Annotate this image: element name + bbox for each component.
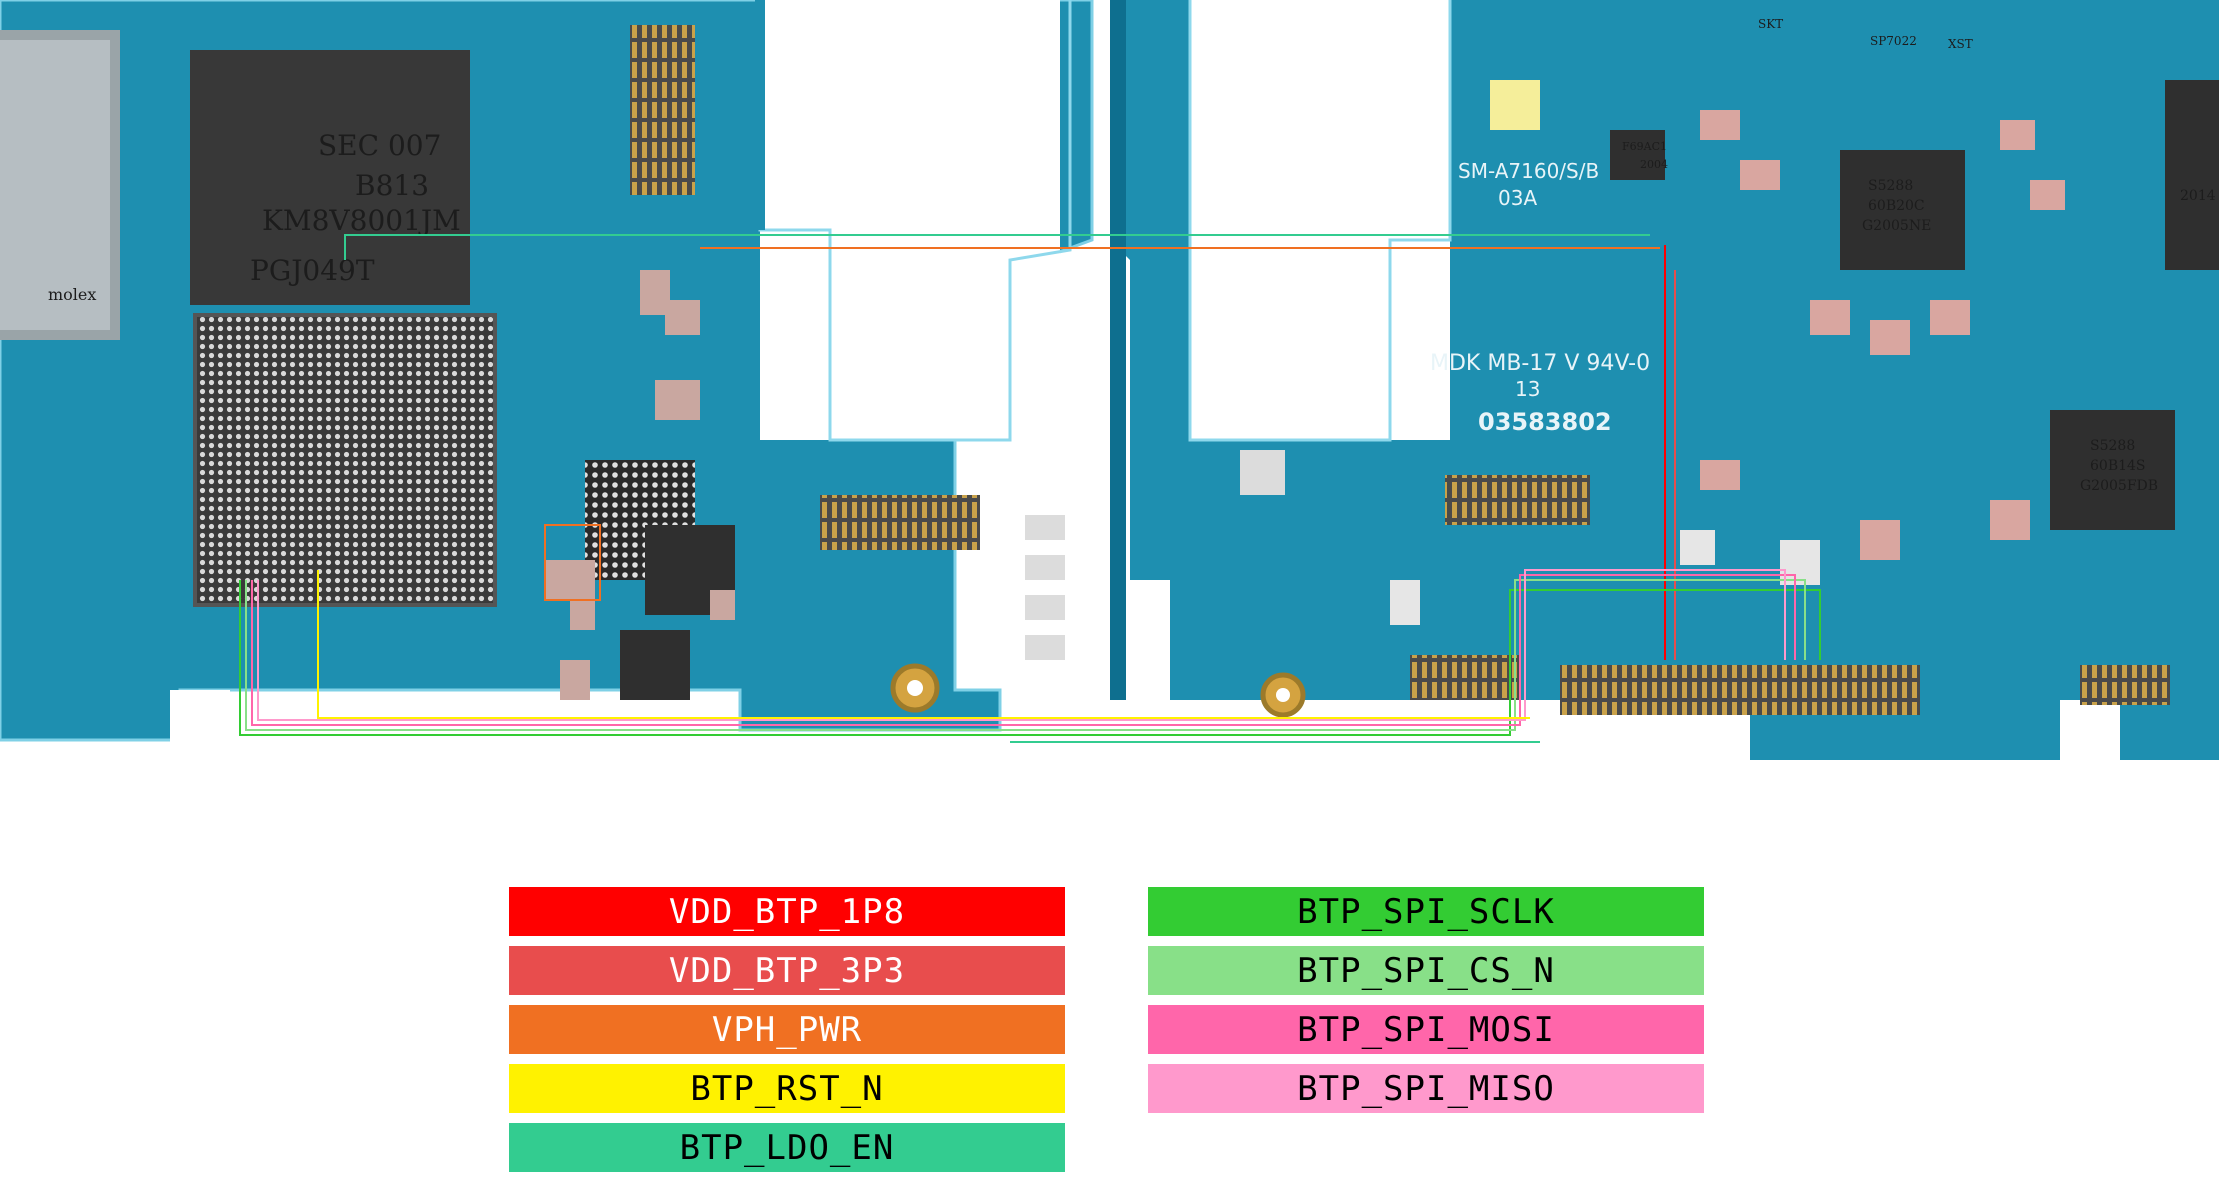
legend-item-vdd-btp-1p8: VDD_BTP_1P8 xyxy=(509,887,1065,936)
led-component xyxy=(1490,80,1540,130)
small-chip-label-9: SP7022 xyxy=(1870,34,1917,48)
right-chip-2 xyxy=(2050,410,2175,530)
model-text: SM-A7160/S/B xyxy=(1458,159,1599,183)
board-connector-2 xyxy=(820,495,980,550)
small-chip-label-4: S5288 xyxy=(2090,438,2135,454)
signal-traces xyxy=(239,234,1821,743)
board-connector-5 xyxy=(1410,655,1520,700)
small-chip-label-5: 60B14S xyxy=(2090,458,2146,474)
ul-text: 13 xyxy=(1515,377,1540,401)
manufacturer-text: MDK MB-17 V 94V-0 xyxy=(1430,351,1650,376)
legend-label: VDD_BTP_1P8 xyxy=(668,891,906,932)
small-chip-label-12: 2004 xyxy=(1640,158,1668,171)
small-chip-label-10: XST xyxy=(1948,37,1973,51)
legend-item-btp-ldo-en: BTP_LDO_EN xyxy=(509,1123,1065,1172)
connector-brand-text: molex xyxy=(48,285,96,304)
legend-label: VDD_BTP_3P3 xyxy=(668,950,906,991)
legend-item-btp-rst-n: BTP_RST_N xyxy=(509,1064,1065,1113)
legend-label: VPH_PWR xyxy=(711,1009,863,1050)
legend-label: BTP_SPI_MISO xyxy=(1297,1068,1555,1109)
small-chip-label-6: G2005FDB xyxy=(2080,478,2158,494)
chip-label-3: KM8V8001JM xyxy=(262,204,461,237)
rev-text: 03A xyxy=(1498,186,1537,210)
small-chip-label-7: 2014 xyxy=(2180,188,2216,204)
board-connector-1 xyxy=(630,25,695,195)
chip-label-1: SEC 007 xyxy=(318,129,441,162)
legend-item-vph-pwr: VPH_PWR xyxy=(509,1005,1065,1054)
legend-label: BTP_SPI_CS_N xyxy=(1297,950,1555,991)
board-connector-4 xyxy=(1560,665,1920,715)
legend-label: BTP_SPI_SCLK xyxy=(1297,891,1555,932)
legend-item-vdd-btp-3p3: VDD_BTP_3P3 xyxy=(509,946,1065,995)
legend-label: BTP_SPI_MOSI xyxy=(1297,1009,1555,1050)
serial-text: 03583802 xyxy=(1478,408,1612,436)
small-chip-label-8: SKT xyxy=(1758,17,1783,31)
board-connector-6 xyxy=(2080,665,2170,705)
processor-bga xyxy=(195,315,495,605)
legend-label: BTP_RST_N xyxy=(690,1068,884,1109)
chip-label-2: B813 xyxy=(355,169,429,202)
small-chip-label-1: S5288 xyxy=(1868,178,1913,194)
memory-chip xyxy=(190,50,470,305)
legend-item-btp-spi-miso: BTP_SPI_MISO xyxy=(1148,1064,1704,1113)
legend-item-btp-spi-sclk: BTP_SPI_SCLK xyxy=(1148,887,1704,936)
legend-item-btp-spi-cs-n: BTP_SPI_CS_N xyxy=(1148,946,1704,995)
left-board-section xyxy=(0,0,1094,750)
right-chip-1 xyxy=(1840,150,1965,270)
small-chip-label-11: F69AC1 xyxy=(1622,140,1667,153)
legend-item-btp-spi-mosi: BTP_SPI_MOSI xyxy=(1148,1005,1704,1054)
small-chip-label-2: 60B20C xyxy=(1868,198,1925,214)
legend-label: BTP_LDO_EN xyxy=(679,1127,895,1168)
board-connector-3 xyxy=(1445,475,1590,525)
pcb-board-diagram: molex SEC 007 B813 KM8V8001JM PGJ049T xyxy=(0,0,2219,760)
small-chip-label-3: G2005NE xyxy=(1862,218,1931,234)
chip-label-4: PGJ049T xyxy=(250,254,375,287)
